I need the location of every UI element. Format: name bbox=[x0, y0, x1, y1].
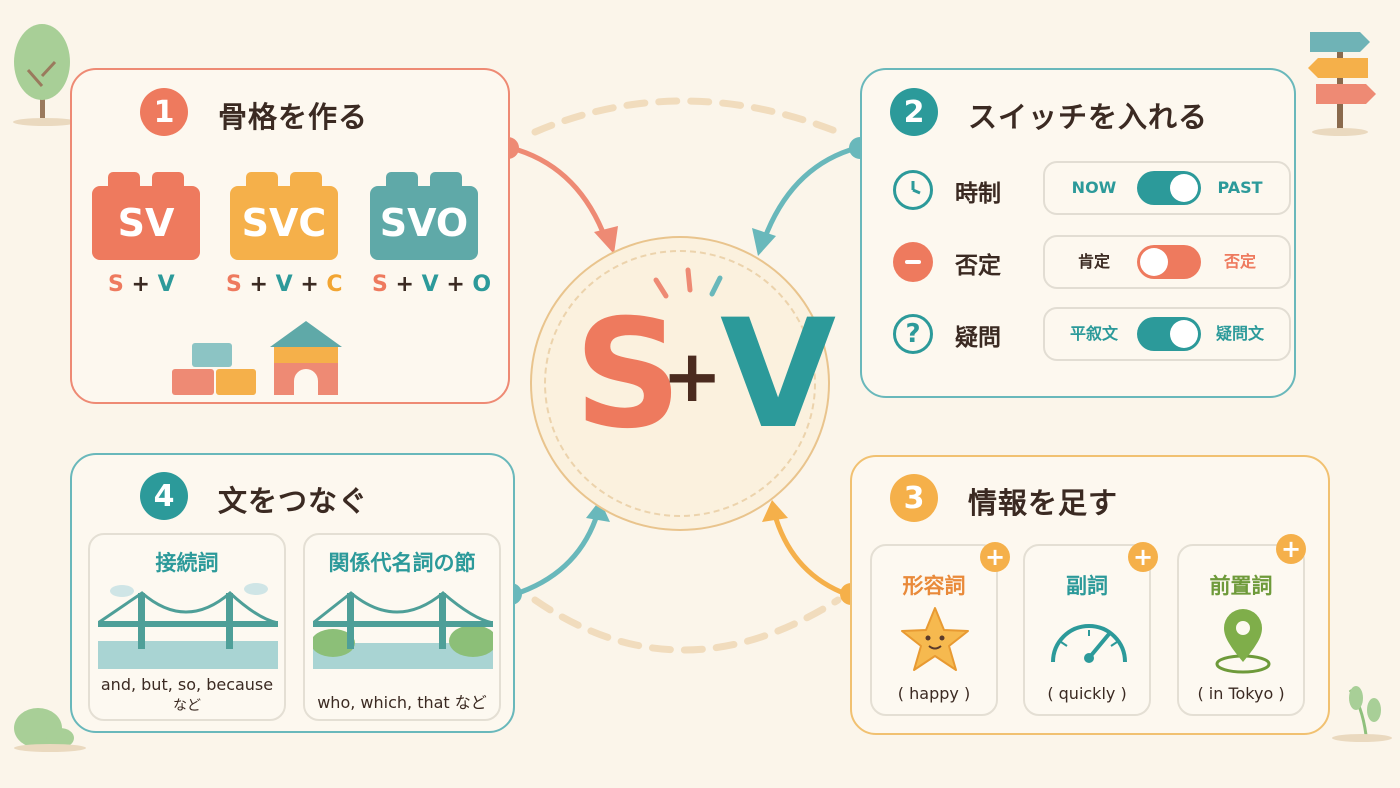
toggle-knob bbox=[1170, 320, 1198, 348]
panel1-number: 1 bbox=[140, 88, 188, 136]
panel3-number: 3 bbox=[890, 474, 938, 522]
formula-part: V bbox=[275, 272, 293, 297]
card-title: 形容詞 bbox=[902, 574, 966, 598]
plus-badge-icon: + bbox=[1276, 534, 1306, 564]
card-caption: ( in Tokyo ) bbox=[1197, 684, 1285, 703]
bridge-icon bbox=[98, 583, 278, 669]
formula-svo: S + V + O bbox=[372, 272, 491, 297]
block-svc: SVC bbox=[230, 172, 338, 260]
switch-left-label: 肯定 bbox=[1077, 252, 1110, 271]
card-caption-2: など bbox=[173, 698, 201, 714]
formula-part: + bbox=[241, 272, 276, 297]
block-label: SVO bbox=[379, 201, 469, 245]
block-label: SVC bbox=[241, 201, 327, 245]
formula-part: S bbox=[372, 272, 388, 297]
block-svo: SVO bbox=[370, 172, 478, 260]
toggle-knob bbox=[1170, 174, 1198, 202]
card-title: 関係代名詞の節 bbox=[328, 551, 476, 575]
card-title: 接続詞 bbox=[155, 551, 219, 575]
formula-svc: S + V + C bbox=[226, 272, 343, 297]
panel3-title: 情報を足す bbox=[968, 486, 1119, 520]
card-caption: ( happy ) bbox=[897, 684, 971, 703]
panel4-number: 4 bbox=[140, 472, 188, 520]
switch-left-label: 平叙文 bbox=[1069, 324, 1118, 343]
card-adjective: 形容詞 ( happy ) bbox=[870, 544, 998, 716]
row-question-label: 疑問 bbox=[955, 325, 1001, 351]
speedometer-icon bbox=[1051, 624, 1127, 663]
card-caption: who, which, that など bbox=[317, 693, 487, 712]
tense-toggle[interactable] bbox=[1137, 171, 1201, 205]
formula-part: + bbox=[292, 272, 327, 297]
block-sv: SV bbox=[92, 172, 200, 260]
switch-right-label: 疑問文 bbox=[1215, 324, 1264, 343]
toy-blocks-illustration bbox=[172, 321, 342, 395]
card-title: 前置詞 bbox=[1209, 574, 1273, 598]
switch-right-label: PAST bbox=[1217, 178, 1263, 197]
row-negation-label: 否定 bbox=[955, 253, 1001, 279]
spark-marks bbox=[653, 267, 723, 299]
formula-part: + bbox=[438, 272, 473, 297]
negation-toggle[interactable] bbox=[1137, 245, 1201, 279]
formula-part: V bbox=[157, 272, 175, 297]
card-adverb: 副詞 ( quickly ) bbox=[1023, 544, 1151, 716]
card-relative-clause: 関係代名詞の節 who, which, that など bbox=[303, 533, 501, 721]
question-switch[interactable]: 平叙文 疑問文 bbox=[1043, 307, 1291, 361]
formula-part: + bbox=[387, 272, 422, 297]
center-circle bbox=[530, 236, 830, 531]
clock-icon bbox=[893, 170, 933, 210]
question-toggle[interactable] bbox=[1137, 317, 1201, 351]
negation-switch[interactable]: 肯定 否定 bbox=[1043, 235, 1291, 289]
panel4-title: 文をつなぐ bbox=[218, 484, 369, 518]
center-dashed-ring bbox=[544, 250, 816, 517]
card-preposition: 前置詞 ( in Tokyo ) bbox=[1177, 544, 1305, 716]
formula-part: V bbox=[421, 272, 439, 297]
card-title: 副詞 bbox=[1066, 574, 1108, 598]
formula-part: O bbox=[472, 272, 492, 297]
star-icon bbox=[901, 607, 969, 671]
tense-switch[interactable]: NOW PAST bbox=[1043, 161, 1291, 215]
row-tense-label: 時制 bbox=[955, 181, 1001, 207]
location-pin-icon bbox=[1215, 609, 1271, 674]
plus-badge-icon: + bbox=[980, 542, 1010, 572]
formula-part: C bbox=[326, 272, 343, 297]
card-caption: ( quickly ) bbox=[1047, 684, 1127, 703]
panel2-title: スイッチを入れる bbox=[968, 100, 1209, 134]
center-plus: + bbox=[662, 334, 723, 418]
formula-part: + bbox=[123, 272, 158, 297]
block-label: SV bbox=[117, 201, 175, 245]
toggle-knob bbox=[1140, 248, 1168, 276]
card-conjunction: 接続詞 and, but, so, because など bbox=[88, 533, 286, 721]
switch-right-label: 否定 bbox=[1223, 252, 1256, 271]
question-icon: ? bbox=[893, 314, 933, 354]
center-s: S bbox=[574, 288, 683, 462]
card-caption: and, but, so, because bbox=[100, 675, 274, 694]
panel2-number: 2 bbox=[890, 88, 938, 136]
formula-part: S bbox=[108, 272, 124, 297]
plus-badge-icon: + bbox=[1128, 542, 1158, 572]
bridge-icon bbox=[313, 591, 493, 669]
formula-part: S bbox=[226, 272, 242, 297]
panel1-title: 骨格を作る bbox=[218, 100, 369, 134]
switch-left-label: NOW bbox=[1071, 178, 1117, 197]
minus-icon bbox=[893, 242, 933, 282]
formula-sv: S + V bbox=[108, 272, 175, 297]
center-v: V bbox=[720, 288, 837, 462]
